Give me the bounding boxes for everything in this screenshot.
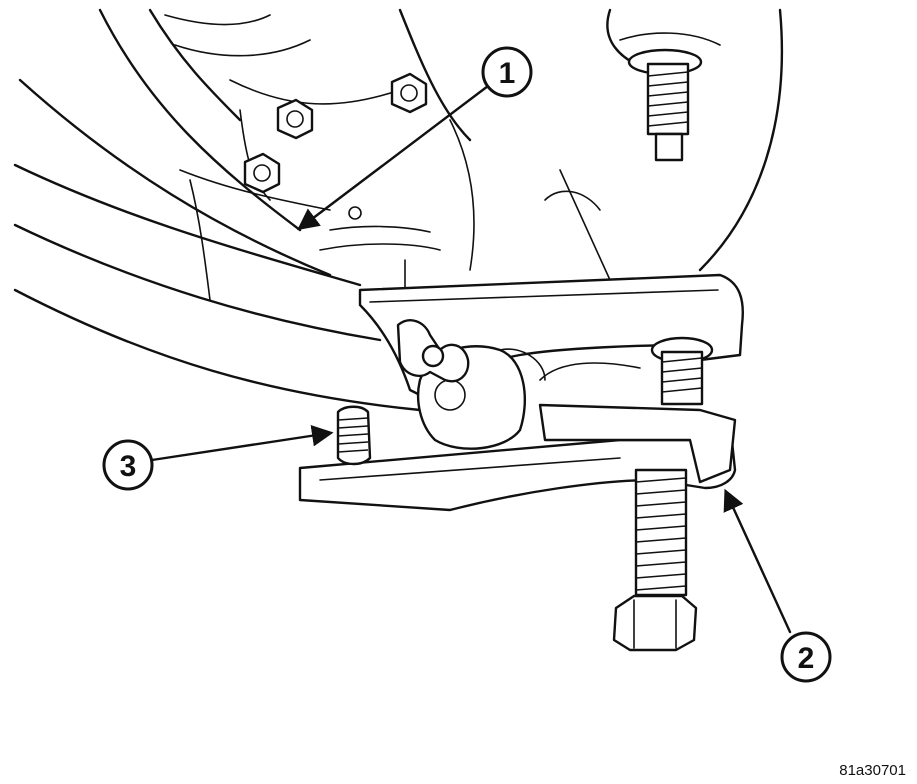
callout-3-label: 3 <box>120 450 137 483</box>
leader-arrow-3 <box>150 425 334 462</box>
callout-3: 3 <box>102 439 154 491</box>
steering-knuckle <box>98 8 784 291</box>
callout-1: 1 <box>481 46 533 98</box>
lower-control-arm <box>13 78 422 412</box>
leader-arrow-1 <box>297 84 490 231</box>
callout-2: 2 <box>780 631 832 683</box>
callout-1-label: 1 <box>499 57 516 90</box>
forcing-screw <box>612 336 714 652</box>
ball-joint-stud <box>336 405 372 466</box>
leader-arrow-2 <box>723 488 792 634</box>
leader-arrows <box>150 84 792 634</box>
knuckle-bolts <box>243 72 428 220</box>
callout-2-label: 2 <box>798 642 815 675</box>
upper-stud <box>627 48 703 162</box>
figure-id-label: 81a30701 <box>839 762 906 779</box>
ball-joint-separator-tool <box>298 273 744 512</box>
